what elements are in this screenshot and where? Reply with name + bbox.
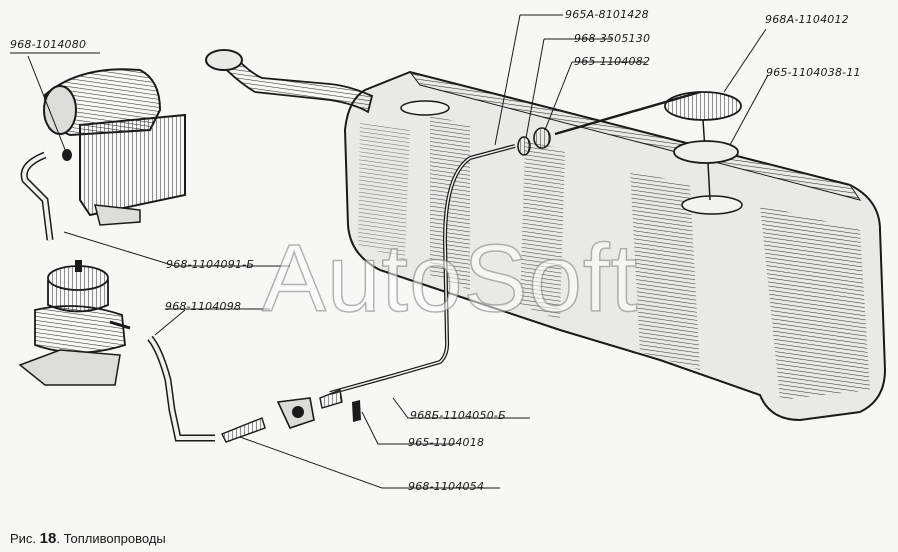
label-clip: 965-1104018 — [408, 436, 485, 449]
caption-title: Топливопроводы — [63, 531, 166, 546]
caption-number: 18 — [39, 530, 57, 547]
fuel-lines — [20, 144, 516, 442]
label-fuel-line-pump: 968-1104091-Б — [166, 258, 255, 271]
label-tube-to-tank: 965А-8101428 — [565, 8, 649, 21]
caption-dot: . — [56, 531, 60, 546]
label-sender-cap: 968А-1104012 — [765, 13, 849, 26]
label-bushing: 968-3505130 — [574, 32, 651, 45]
carburetor-assembly — [43, 68, 186, 226]
figure-caption: Рис. 18. Топливопроводы — [10, 530, 166, 547]
bushing-gasket — [517, 90, 701, 156]
label-gasket: 965-1104082 — [574, 55, 651, 68]
label-air-filter-hose: 968-1014080 — [10, 38, 87, 51]
leader-lines — [10, 14, 769, 489]
label-fuel-line-rear: 968Б-1104050-Б — [410, 409, 506, 422]
caption-prefix: Рис. — [10, 531, 37, 546]
fuel-tank — [343, 70, 887, 422]
label-union: 968-1104054 — [408, 480, 485, 493]
fuel-pump — [18, 260, 131, 386]
fittings — [221, 389, 361, 443]
filler-neck — [205, 49, 374, 114]
label-sender-flange: 965-1104038-11 — [766, 66, 861, 79]
label-fuel-line-main: 968-1104098 — [165, 300, 242, 313]
fuel-gauge-sender — [664, 91, 742, 201]
